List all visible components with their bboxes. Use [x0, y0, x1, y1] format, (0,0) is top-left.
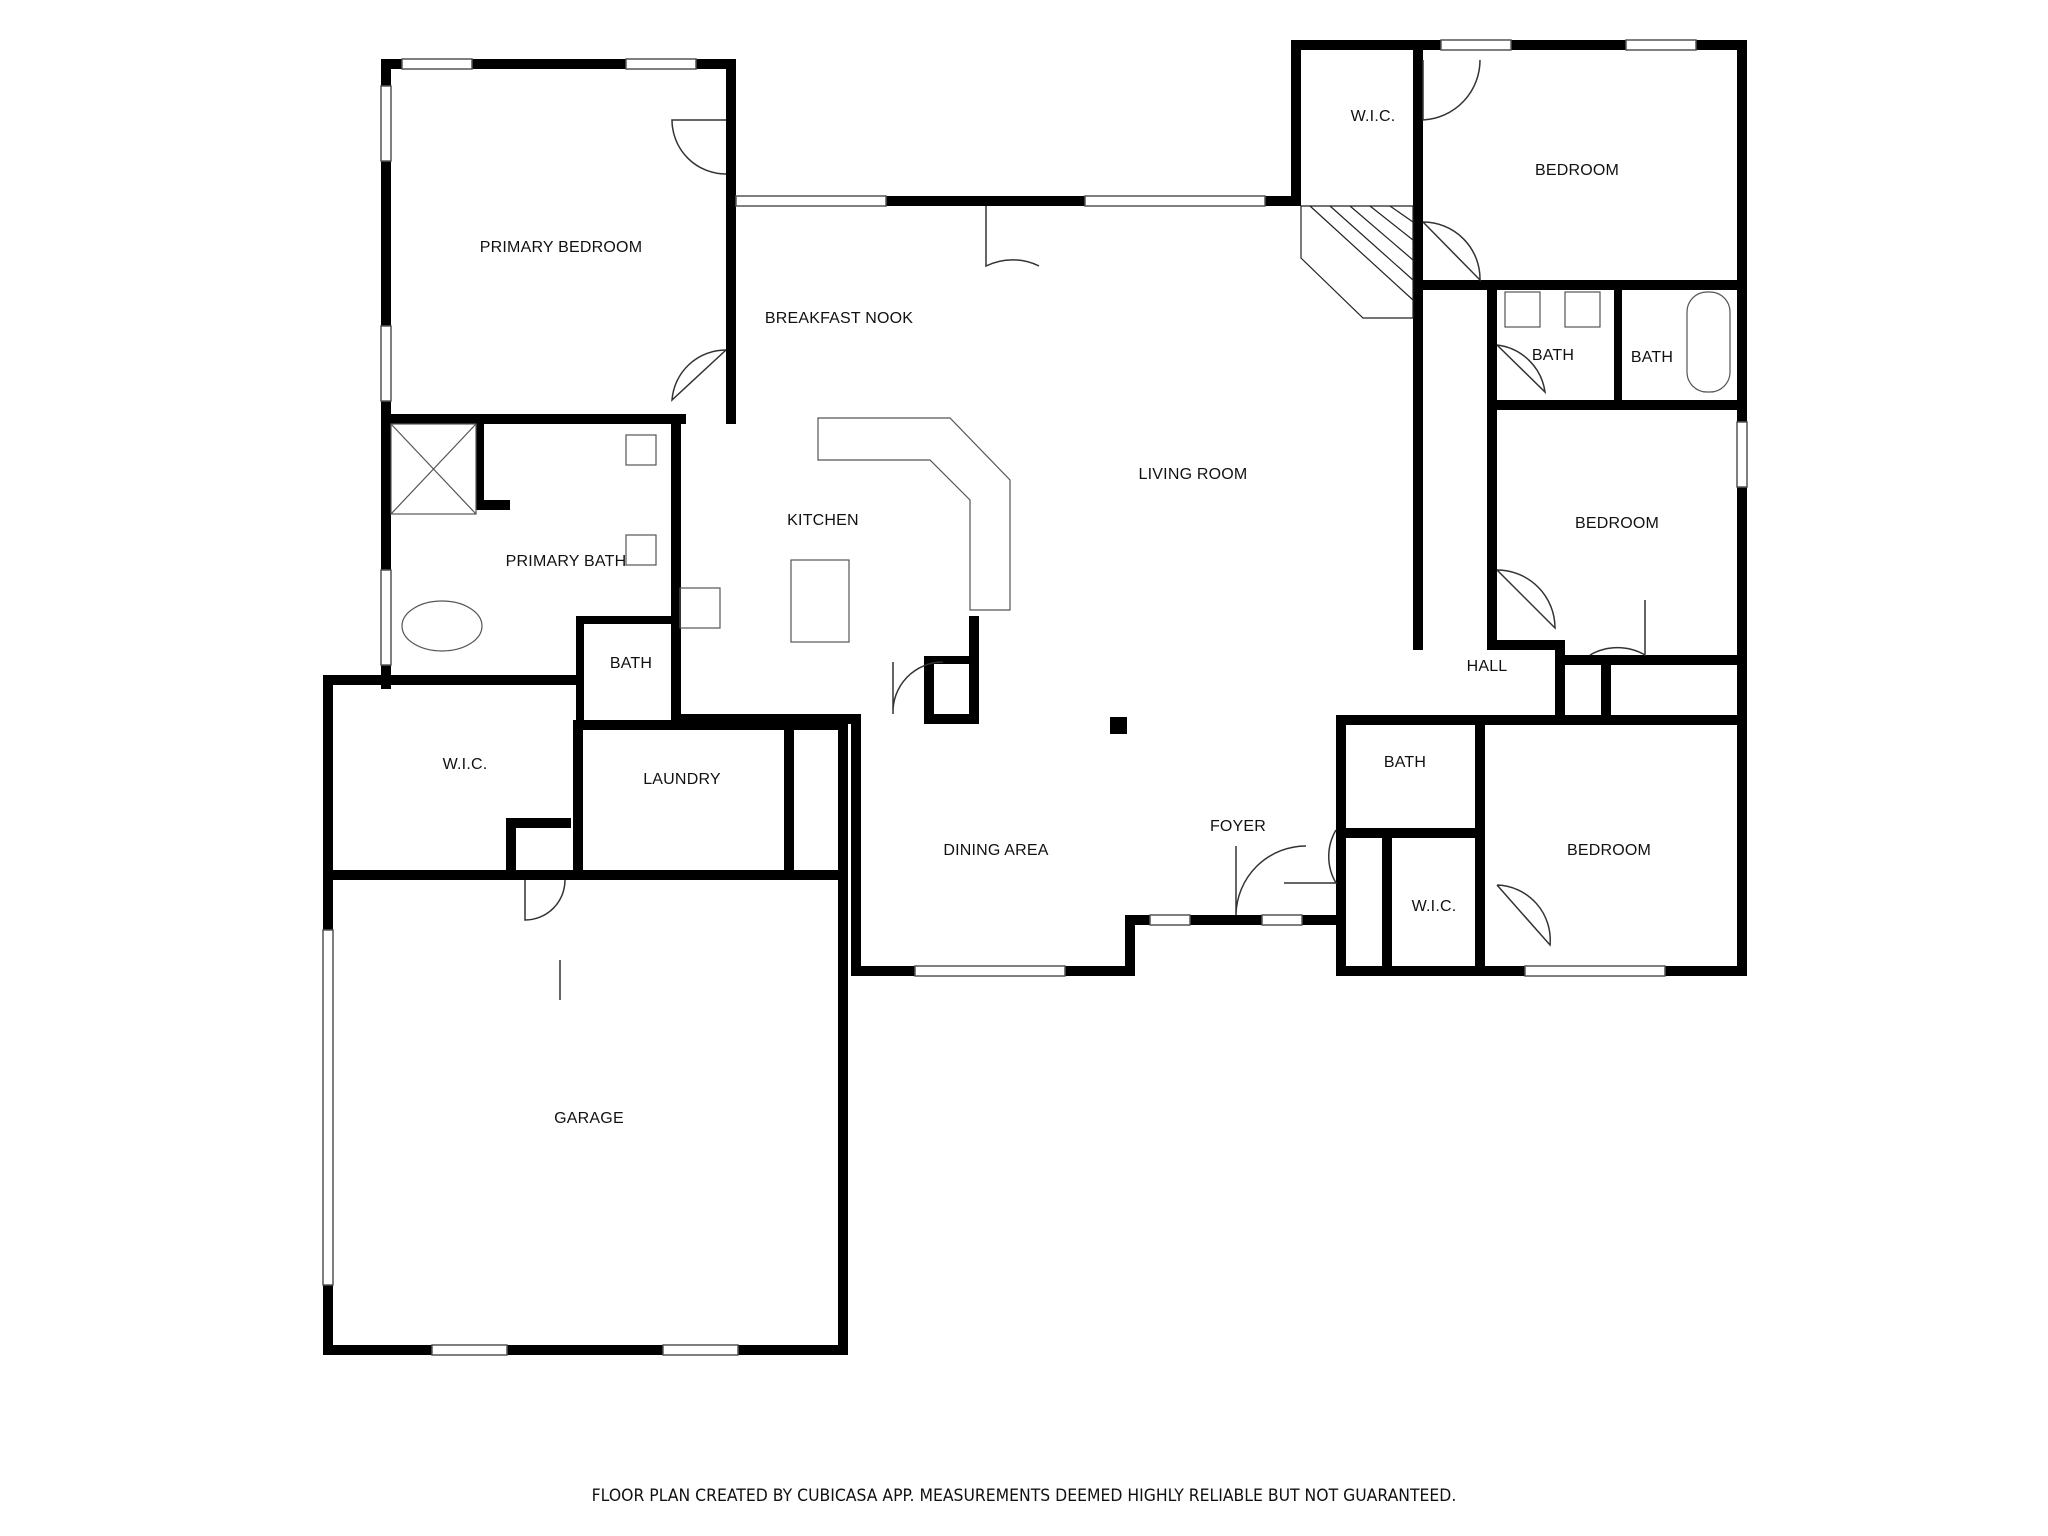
room-label-garage: GARAGE	[554, 1110, 624, 1127]
room-label-primary-half-bath: BATH	[609, 655, 653, 672]
stairs	[1300, 205, 1414, 319]
windows	[322, 39, 1748, 1356]
room-label-breakfast-nook: BREAKFAST NOOK	[764, 310, 914, 327]
room-label-wic-ne: W.I.C.	[1350, 108, 1396, 125]
room-label-primary-wic: W.I.C.	[442, 756, 488, 773]
room-label-dining-area: DINING AREA	[943, 842, 1049, 859]
room-label-bath-ne-1: BATH	[1531, 347, 1575, 364]
room-label-bath-se: BATH	[1383, 754, 1427, 771]
room-label-primary-bath: PRIMARY BATH	[505, 553, 627, 570]
room-label-living-room: LIVING ROOM	[1138, 466, 1248, 483]
footer-disclaimer: FLOOR PLAN CREATED BY CUBICASA APP. MEAS…	[591, 1486, 1457, 1506]
room-label-bedroom-se: BEDROOM	[1566, 842, 1652, 859]
room-label-wic-se: W.I.C.	[1411, 898, 1457, 915]
walls	[323, 40, 1747, 1355]
room-label-bath-ne-2: BATH	[1630, 349, 1674, 366]
room-label-kitchen: KITCHEN	[787, 512, 859, 529]
doors	[524, 59, 1646, 1000]
room-label-laundry: LAUNDRY	[643, 771, 721, 788]
room-label-bedroom-ne: BEDROOM	[1534, 162, 1620, 179]
fixtures	[390, 291, 1731, 652]
room-label-bedroom-e: BEDROOM	[1574, 515, 1660, 532]
room-label-primary-bedroom: PRIMARY BEDROOM	[479, 239, 643, 256]
room-label-hall: HALL	[1466, 658, 1508, 675]
room-label-foyer: FOYER	[1209, 818, 1267, 835]
